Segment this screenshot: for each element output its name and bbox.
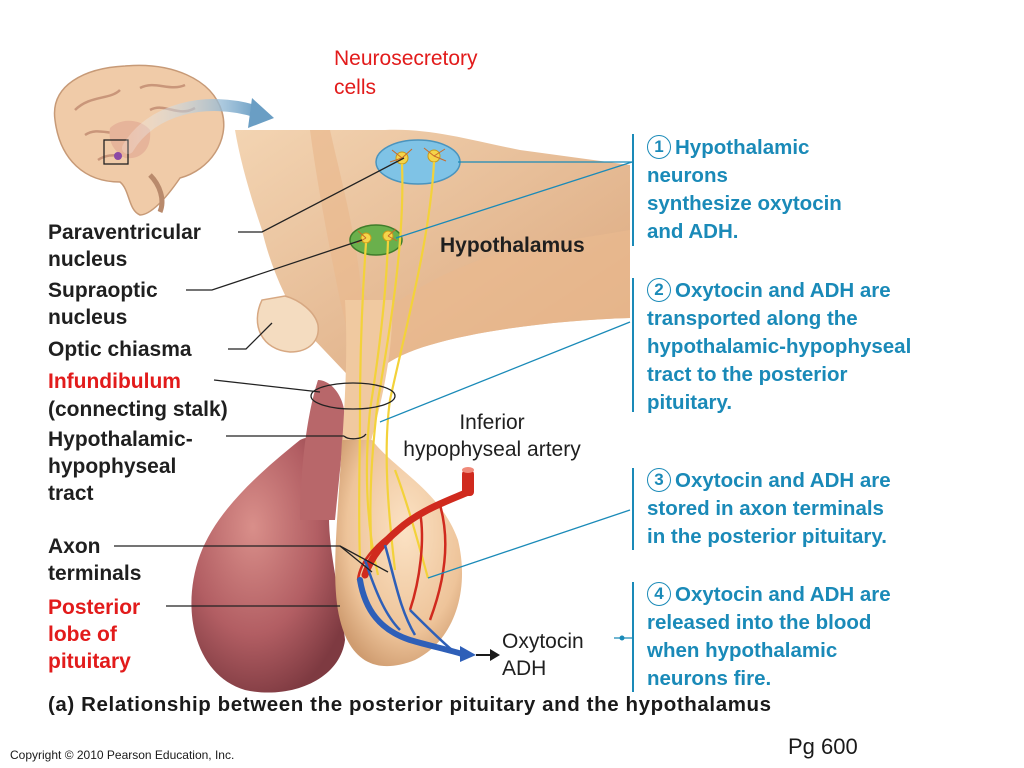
neurosecretory-cells-label: Neurosecretory cells (334, 47, 478, 99)
step3-bracket (632, 468, 634, 550)
posterior-lobe-label: Posterior lobe of pituitary (48, 596, 141, 673)
inferior-hypophyseal-artery (361, 488, 472, 579)
step4-dot (619, 635, 625, 641)
infundibulum-label: Infundibulum (48, 370, 181, 393)
anterior-stalk (300, 380, 345, 520)
connecting-stalk-label: (connecting stalk) (48, 398, 228, 421)
optic-chiasma-shape (256, 295, 319, 353)
copyright-notice: Copyright © 2010 Pearson Education, Inc. (10, 748, 235, 762)
step1-bracket (632, 134, 634, 246)
tract-label: Hypothalamic- hypophyseal tract (48, 428, 193, 505)
step-1-number: 1 (647, 135, 671, 159)
zoom-arrow-head (248, 98, 274, 128)
paraventricular-nucleus-shape (375, 139, 461, 185)
hormones-label: Oxytocin ADH (502, 630, 584, 680)
release-arrow-head (490, 649, 500, 661)
paraventricular-label: Paraventricular nucleus (48, 221, 201, 271)
supraoptic-label: Supraoptic nucleus (48, 279, 158, 329)
left-leader-lines (114, 157, 405, 607)
capillaries-red (356, 504, 447, 621)
hypophyseal-vein (357, 577, 465, 657)
vein-arrowhead (460, 646, 476, 662)
figure-caption: (a) Relationship between the posterior p… (48, 693, 772, 716)
optic-chiasma-label: Optic chiasma (48, 338, 192, 361)
step-3-number: 3 (647, 468, 671, 492)
step-2-number: 2 (647, 278, 671, 302)
step-4-number: 4 (647, 582, 671, 606)
zoom-arrow (122, 99, 264, 154)
step4-bracket (632, 582, 634, 692)
axon-terminals-label: Axon terminals (48, 535, 142, 585)
page-number: Pg 600 (788, 734, 858, 759)
artery-stump (462, 470, 474, 496)
axon-tract (358, 161, 436, 579)
artery-opening (462, 467, 474, 473)
step-leader-lines (379, 161, 633, 639)
hypothalamus-label: Hypothalamus (440, 234, 585, 257)
artery-label: Inferior hypophyseal artery (403, 411, 581, 461)
step2-bracket (632, 278, 634, 412)
